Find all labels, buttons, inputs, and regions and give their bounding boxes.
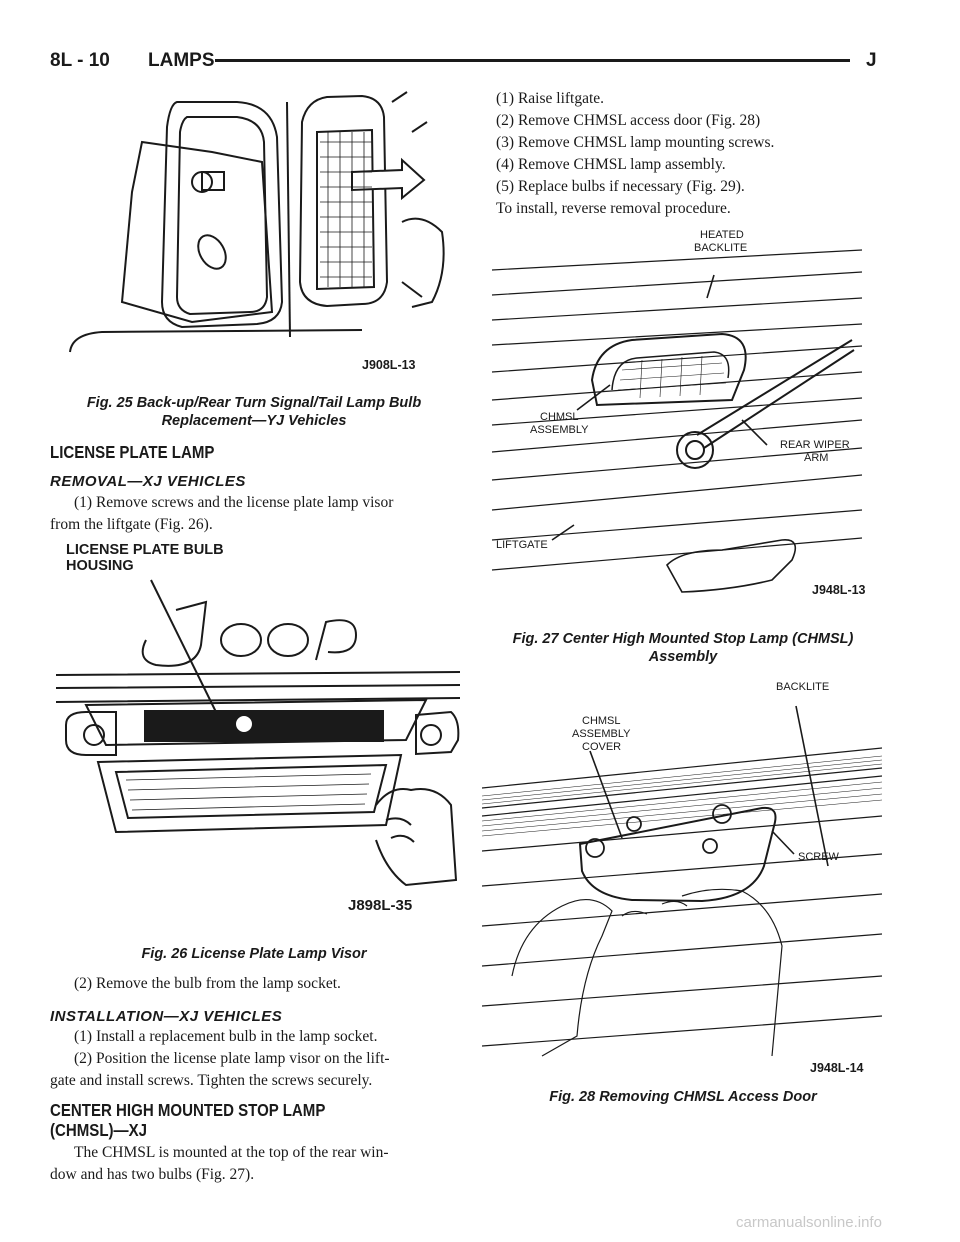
fig28-code: J948L-14 (810, 1061, 864, 1075)
fig27-caption-line2: Assembly (648, 649, 718, 665)
fig25-code: J908L-13 (362, 358, 416, 372)
fig26-caption: Fig. 26 License Plate Lamp Visor (141, 946, 367, 962)
fig28-cover-line1: CHMSL (582, 715, 621, 727)
fig28-cover-line2: ASSEMBLY (572, 728, 631, 740)
fig25-caption-line1: Fig. 25 Back-up/Rear Turn Signal/Tail La… (86, 395, 422, 411)
procedure-step3: (3) Remove CHMSL lamp mounting screws. (496, 134, 775, 151)
fig27-illustration: HEATED BACKLITE CHMSL ASSEMBLY REAR WIPE… (482, 220, 882, 612)
installation-heading: INSTALLATION—XJ VEHICLES (50, 1008, 283, 1025)
footer-watermark: carmanualsonline.info (736, 1214, 882, 1231)
chmsl-heading: CENTER HIGH MOUNTED STOP LAMP (CHMSL)—XJ (50, 1100, 325, 1140)
procedure-reinstall: To install, reverse removal procedure. (496, 200, 731, 217)
fig28-screw: SCREW (798, 851, 840, 863)
install-step2-line2: gate and install screws. Tighten the scr… (50, 1072, 373, 1089)
chmsl-text: The CHMSL is mounted at the top of the r… (50, 1142, 460, 1186)
chmsl-text-line2: dow and has two bulbs (Fig. 27). (50, 1166, 255, 1183)
fig27-heated-line1: HEATED (700, 229, 744, 241)
header-letter: J (866, 50, 877, 71)
procedure-step4: (4) Remove CHMSL lamp assembly. (496, 156, 726, 173)
removal-step1-line1: (1) Remove screws and the license plate … (74, 494, 394, 511)
procedure-step5: (5) Replace bulbs if necessary (Fig. 29)… (496, 178, 745, 195)
install-step1: (1) Install a replacement bulb in the la… (74, 1028, 378, 1045)
fig27-caption-line1: Fig. 27 Center High Mounted Stop Lamp (C… (512, 631, 854, 647)
chmsl-text-line1: The CHMSL is mounted at the top of the r… (74, 1144, 389, 1161)
fig27-wiper-line2: ARM (804, 452, 828, 464)
fig27-chmsl-line1: CHMSL (540, 411, 579, 423)
fig27-caption: Fig. 27 Center High Mounted Stop Lamp (C… (478, 630, 888, 666)
fig27-heated-line2: BACKLITE (694, 242, 747, 254)
page-number: 8L - 10 (50, 50, 110, 71)
removal-step1: (1) Remove screws and the license plate … (50, 492, 460, 536)
removal-step2: (2) Remove the bulb from the lamp socket… (74, 975, 341, 992)
removal-step1-line2: from the liftgate (Fig. 26). (50, 516, 213, 533)
fig28-caption: Fig. 28 Removing CHMSL Access Door (549, 1089, 817, 1105)
fig25-caption: Fig. 25 Back-up/Rear Turn Signal/Tail La… (50, 394, 458, 430)
fig27-code: J948L-13 (812, 583, 866, 597)
fig25-caption-line2: Replacement—YJ Vehicles (161, 413, 347, 429)
fig27-wiper-line1: REAR WIPER (780, 439, 850, 451)
procedure-step1: (1) Raise liftgate. (496, 90, 605, 107)
chmsl-procedure: (1) Raise liftgate. (2) Remove CHMSL acc… (496, 88, 906, 220)
license-plate-heading: LICENSE PLATE LAMP (50, 442, 215, 462)
fig26-label-line2: HOUSING (66, 558, 134, 574)
fig28-cover-line3: COVER (582, 741, 621, 753)
header-rule (215, 59, 850, 62)
installation-steps: (1) Install a replacement bulb in the la… (50, 1026, 460, 1092)
fig25-illustration: J908L-13 (62, 82, 458, 382)
fig28-illustration: BACKLITE CHMSL ASSEMBLY COVER SCREW J948… (482, 676, 882, 1084)
install-step2-line1: (2) Position the license plate lamp viso… (74, 1050, 390, 1067)
chmsl-heading-line1: CENTER HIGH MOUNTED STOP LAMP (50, 1100, 326, 1120)
fig26-code: J898L-35 (348, 897, 412, 914)
fig27-liftgate: LIFTGATE (496, 539, 548, 551)
fig27-chmsl-line2: ASSEMBLY (530, 424, 589, 436)
removal-heading: REMOVAL—XJ VEHICLES (50, 473, 246, 490)
fig26-label-line1: LICENSE PLATE BULB (66, 542, 224, 558)
procedure-step2: (2) Remove CHMSL access door (Fig. 28) (496, 112, 761, 129)
section-title: LAMPS (148, 50, 215, 71)
fig28-backlite: BACKLITE (776, 681, 829, 693)
fig26-illustration: LICENSE PLATE BULB HOUSING J898L-35 (56, 540, 460, 940)
chmsl-heading-line2: (CHMSL)—XJ (50, 1120, 147, 1140)
